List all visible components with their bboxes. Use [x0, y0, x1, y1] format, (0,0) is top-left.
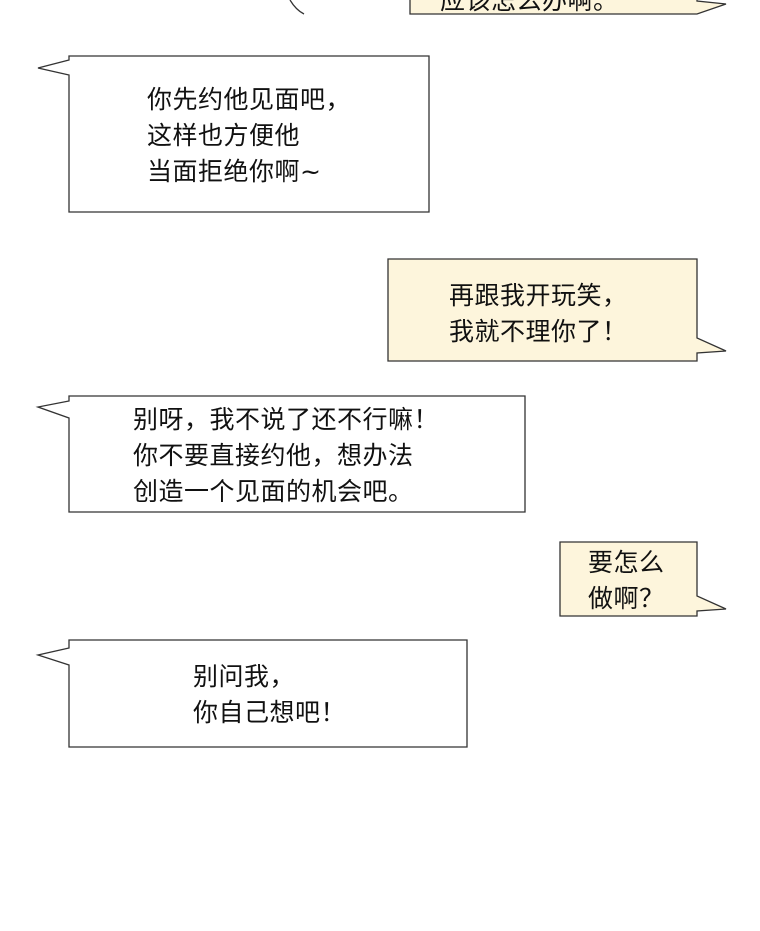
chat-bubble-right-4 [559, 541, 727, 617]
chat-bubble-left-5 [35, 639, 468, 748]
chat-bubble-right-0 [409, 0, 727, 15]
panel-curl-decoration [289, 0, 305, 15]
chat-bubble-left-1 [37, 55, 430, 213]
bubble-text-4: 要怎么 做啊？ [588, 548, 665, 613]
chat-bubble-right-2 [387, 258, 727, 362]
bubble-text-3: 别呀，我不说了还不行嘛！ 你不要直接约他，想办法 创造一个见面的机会吧。 [133, 405, 440, 506]
bubble-text-0: 应该怎么办啊。 [440, 0, 619, 15]
chat-bubble-left-3 [35, 395, 526, 513]
bubble-text-2: 再跟我开玩笑， 我就不理你了！ [449, 281, 628, 346]
bubble-text-1: 你先约他见面吧， 这样也方便他 当面拒绝你啊~ [147, 85, 352, 186]
bubble-text-5: 别问我， 你自己想吧！ [193, 662, 347, 727]
